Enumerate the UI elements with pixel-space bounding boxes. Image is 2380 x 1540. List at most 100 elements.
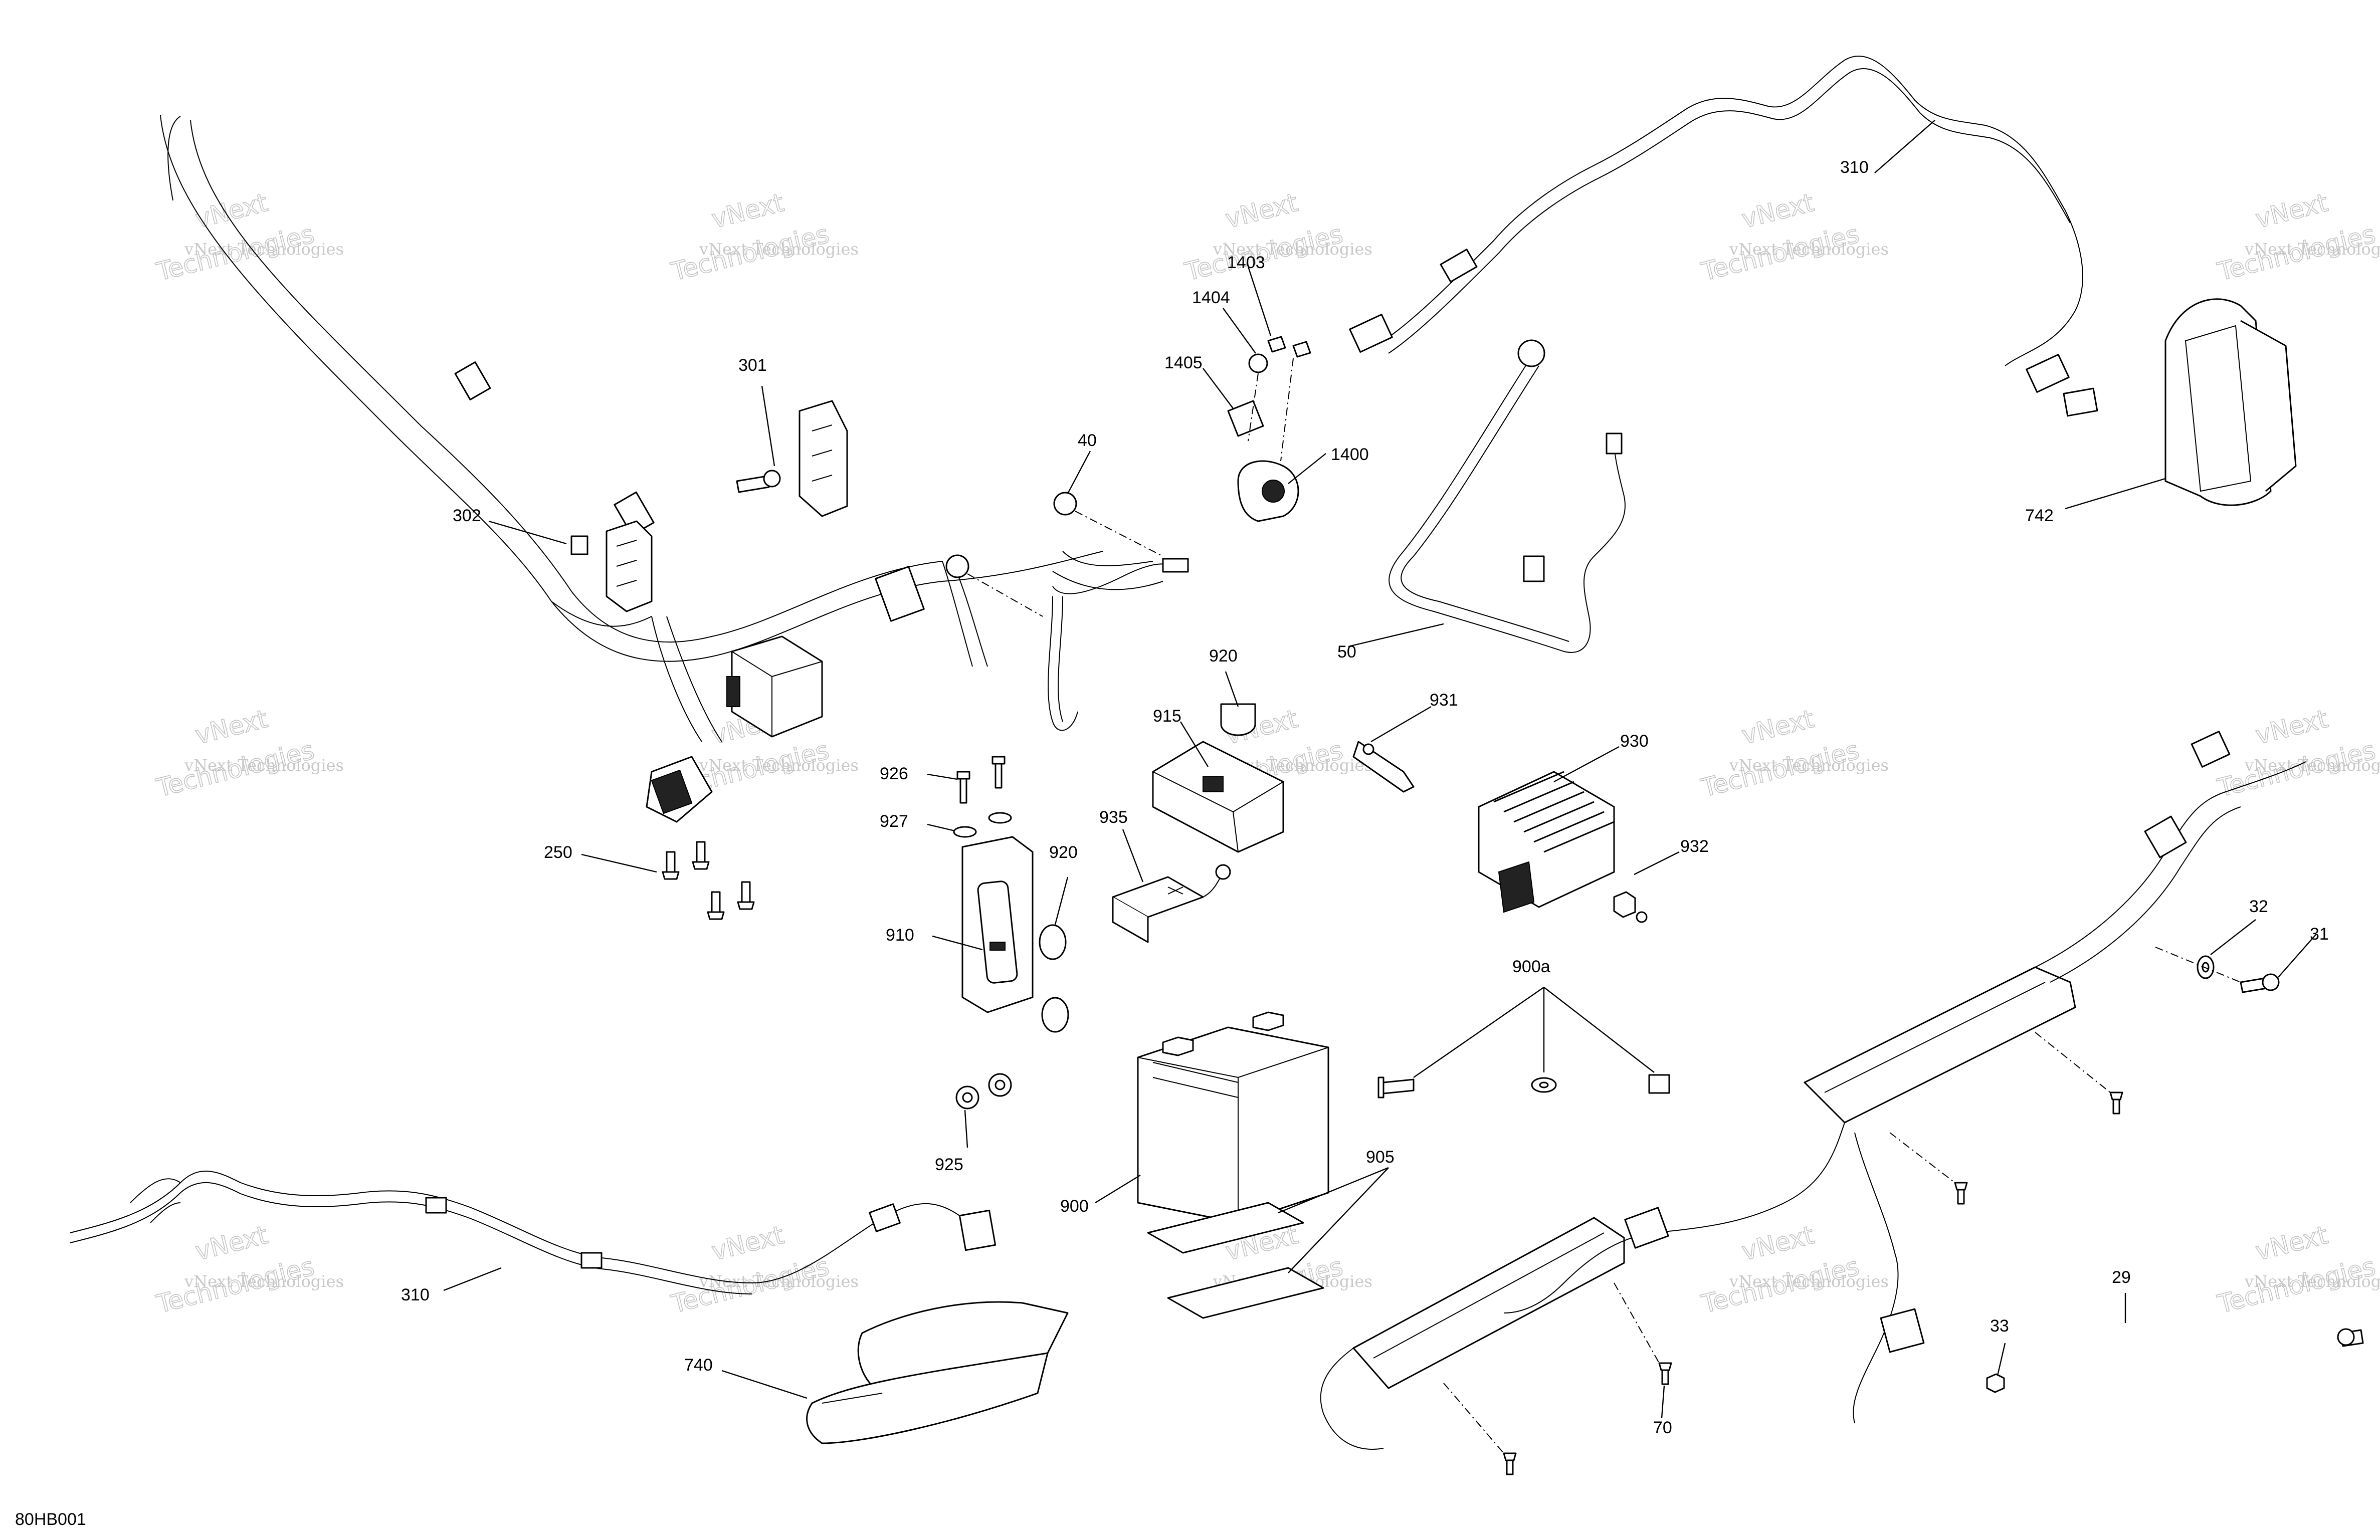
watermark-text: vNext	[2253, 188, 2331, 234]
watermark-text: vNext Technologies	[1729, 240, 1889, 259]
bolt-926	[956, 756, 1006, 804]
harness-clip	[580, 1252, 603, 1269]
assembly-axis	[2155, 947, 2241, 983]
grommet-920-lower	[1039, 924, 1069, 1033]
callout-40: 40	[1078, 431, 1097, 450]
callout-50: 50	[1337, 642, 1356, 662]
callout-910: 910	[886, 926, 914, 945]
harness-connector	[646, 756, 713, 823]
harness-connector	[1624, 1207, 1669, 1249]
callout-33: 33	[1990, 1316, 2009, 1336]
bolt-29	[2337, 1328, 2364, 1347]
callout-900: 900	[1060, 1197, 1089, 1216]
harness-connector	[2063, 387, 2098, 417]
callout-70: 70	[1653, 1418, 1672, 1437]
watermark: Technologies vNext vNext Technologies	[153, 1220, 344, 1319]
callout-1405: 1405	[1164, 353, 1203, 372]
watermark: Technologies vNext vNext Technologies	[153, 704, 344, 803]
bracket-302	[570, 520, 653, 612]
callout-1403: 1403	[1227, 253, 1265, 272]
watermark-text: vNext Technologies	[184, 240, 344, 259]
watermark-text: vNext Technologies	[1729, 1272, 1889, 1291]
nut-932	[1613, 891, 1648, 923]
watermark-text: vNext	[1223, 188, 1301, 234]
callout-915: 915	[1153, 707, 1181, 726]
sensor-1400	[1227, 336, 1311, 522]
hardware-kit-900a	[1377, 1074, 1670, 1098]
watermark-text: vNext	[2253, 1220, 2331, 1266]
nut-925	[955, 1073, 1012, 1110]
watermark: Technologies vNext vNext Technologies	[668, 1220, 859, 1319]
watermark: Technologies vNext vNext Technologies	[1698, 187, 1889, 287]
watermark-text: vNext Technologies	[2244, 1272, 2380, 1291]
callout-29: 29	[2112, 1268, 2131, 1287]
bracket-915	[1152, 741, 1284, 853]
watermark: Technologies vNext vNext Technologies	[2214, 1220, 2380, 1319]
headlight-742	[2164, 298, 2297, 506]
watermark-text: vNext	[1739, 188, 1817, 234]
voltage-regulator-930	[1478, 771, 1615, 913]
harness-connector	[1349, 314, 1393, 353]
callout-925: 925	[935, 1155, 963, 1174]
leader-lines	[443, 120, 2316, 1419]
bolt-31	[2240, 973, 2280, 993]
watermark-text: vNext	[1739, 1220, 1817, 1266]
harness-clip	[869, 1203, 901, 1232]
watermark-text: vNext	[709, 188, 787, 234]
harness-clip	[1440, 249, 1478, 283]
harness-connector	[958, 1209, 997, 1251]
harness-310-upper	[1349, 56, 2098, 417]
harness-310-lower	[70, 1171, 997, 1294]
harness-connector	[1880, 1308, 1925, 1353]
callout-31: 31	[2310, 925, 2329, 944]
watermark-text: vNext Technologies	[2244, 240, 2380, 259]
watermark: Technologies vNext vNext Technologies	[2214, 704, 2380, 803]
battery-cable-50	[1389, 339, 1626, 653]
watermark-text: vNext Technologies	[184, 1272, 344, 1291]
callout-32: 32	[2249, 897, 2268, 916]
main-wiring-harness	[160, 115, 1163, 823]
diagram-reference-code: 80HB001	[15, 1510, 86, 1529]
watermark-text: vNext	[192, 1220, 271, 1266]
callout-920-lower: 920	[1049, 843, 1078, 862]
harness-connector	[2144, 815, 2187, 858]
callout-931: 931	[1430, 691, 1458, 710]
callout-900a: 900a	[1512, 957, 1550, 976]
watermark-text: vNext	[192, 188, 271, 234]
callout-310-lower: 310	[401, 1285, 430, 1304]
callout-301: 301	[738, 356, 767, 375]
battery-bracket-910	[961, 836, 1034, 1013]
screw-set-250	[662, 841, 755, 920]
watermark: Technologies vNext vNext Technologies	[2214, 187, 2380, 287]
watermark-text: vNext	[1739, 704, 1817, 750]
watermark: Technologies vNext vNext Technologies	[1698, 704, 1889, 803]
callout-742: 742	[2025, 506, 2054, 525]
callout-920-upper: 920	[1209, 646, 1238, 666]
watermark: Technologies vNext vNext Technologies	[1698, 1220, 1889, 1319]
harness-connector	[2191, 731, 2231, 768]
callout-930: 930	[1620, 732, 1649, 751]
watermark: Technologies vNext vNext Technologies	[153, 187, 344, 287]
watermark-text: vNext Technologies	[1213, 240, 1372, 259]
callout-310-upper: 310	[1840, 158, 1869, 177]
washer-927	[953, 812, 1012, 838]
watermark-text: vNext Technologies	[699, 240, 859, 259]
harness-clip	[425, 1197, 447, 1214]
watermark-text: vNext Technologies	[184, 756, 344, 775]
watermark-text: vNext	[2253, 704, 2331, 750]
watermark-text: vNext Technologies	[1729, 756, 1889, 775]
harness-connector	[2026, 354, 2070, 393]
battery-pad-905	[1147, 1202, 1324, 1319]
watermark-text: vNext Technologies	[2244, 756, 2380, 775]
callout-labels: 301 302 250 40 1403 1404 1405 1400 310 7…	[401, 158, 2329, 1437]
watermark-text: vNext Technologies	[699, 756, 859, 775]
watermark: Technologies vNext vNext Technologies	[668, 187, 859, 287]
watermark-text: vNext	[192, 704, 271, 750]
watermark-text: vNext Technologies	[699, 1272, 859, 1291]
headlight-740	[806, 1301, 1069, 1444]
washer-32	[2197, 955, 2215, 979]
harness-connector	[875, 566, 925, 622]
bracket-301	[736, 400, 848, 517]
